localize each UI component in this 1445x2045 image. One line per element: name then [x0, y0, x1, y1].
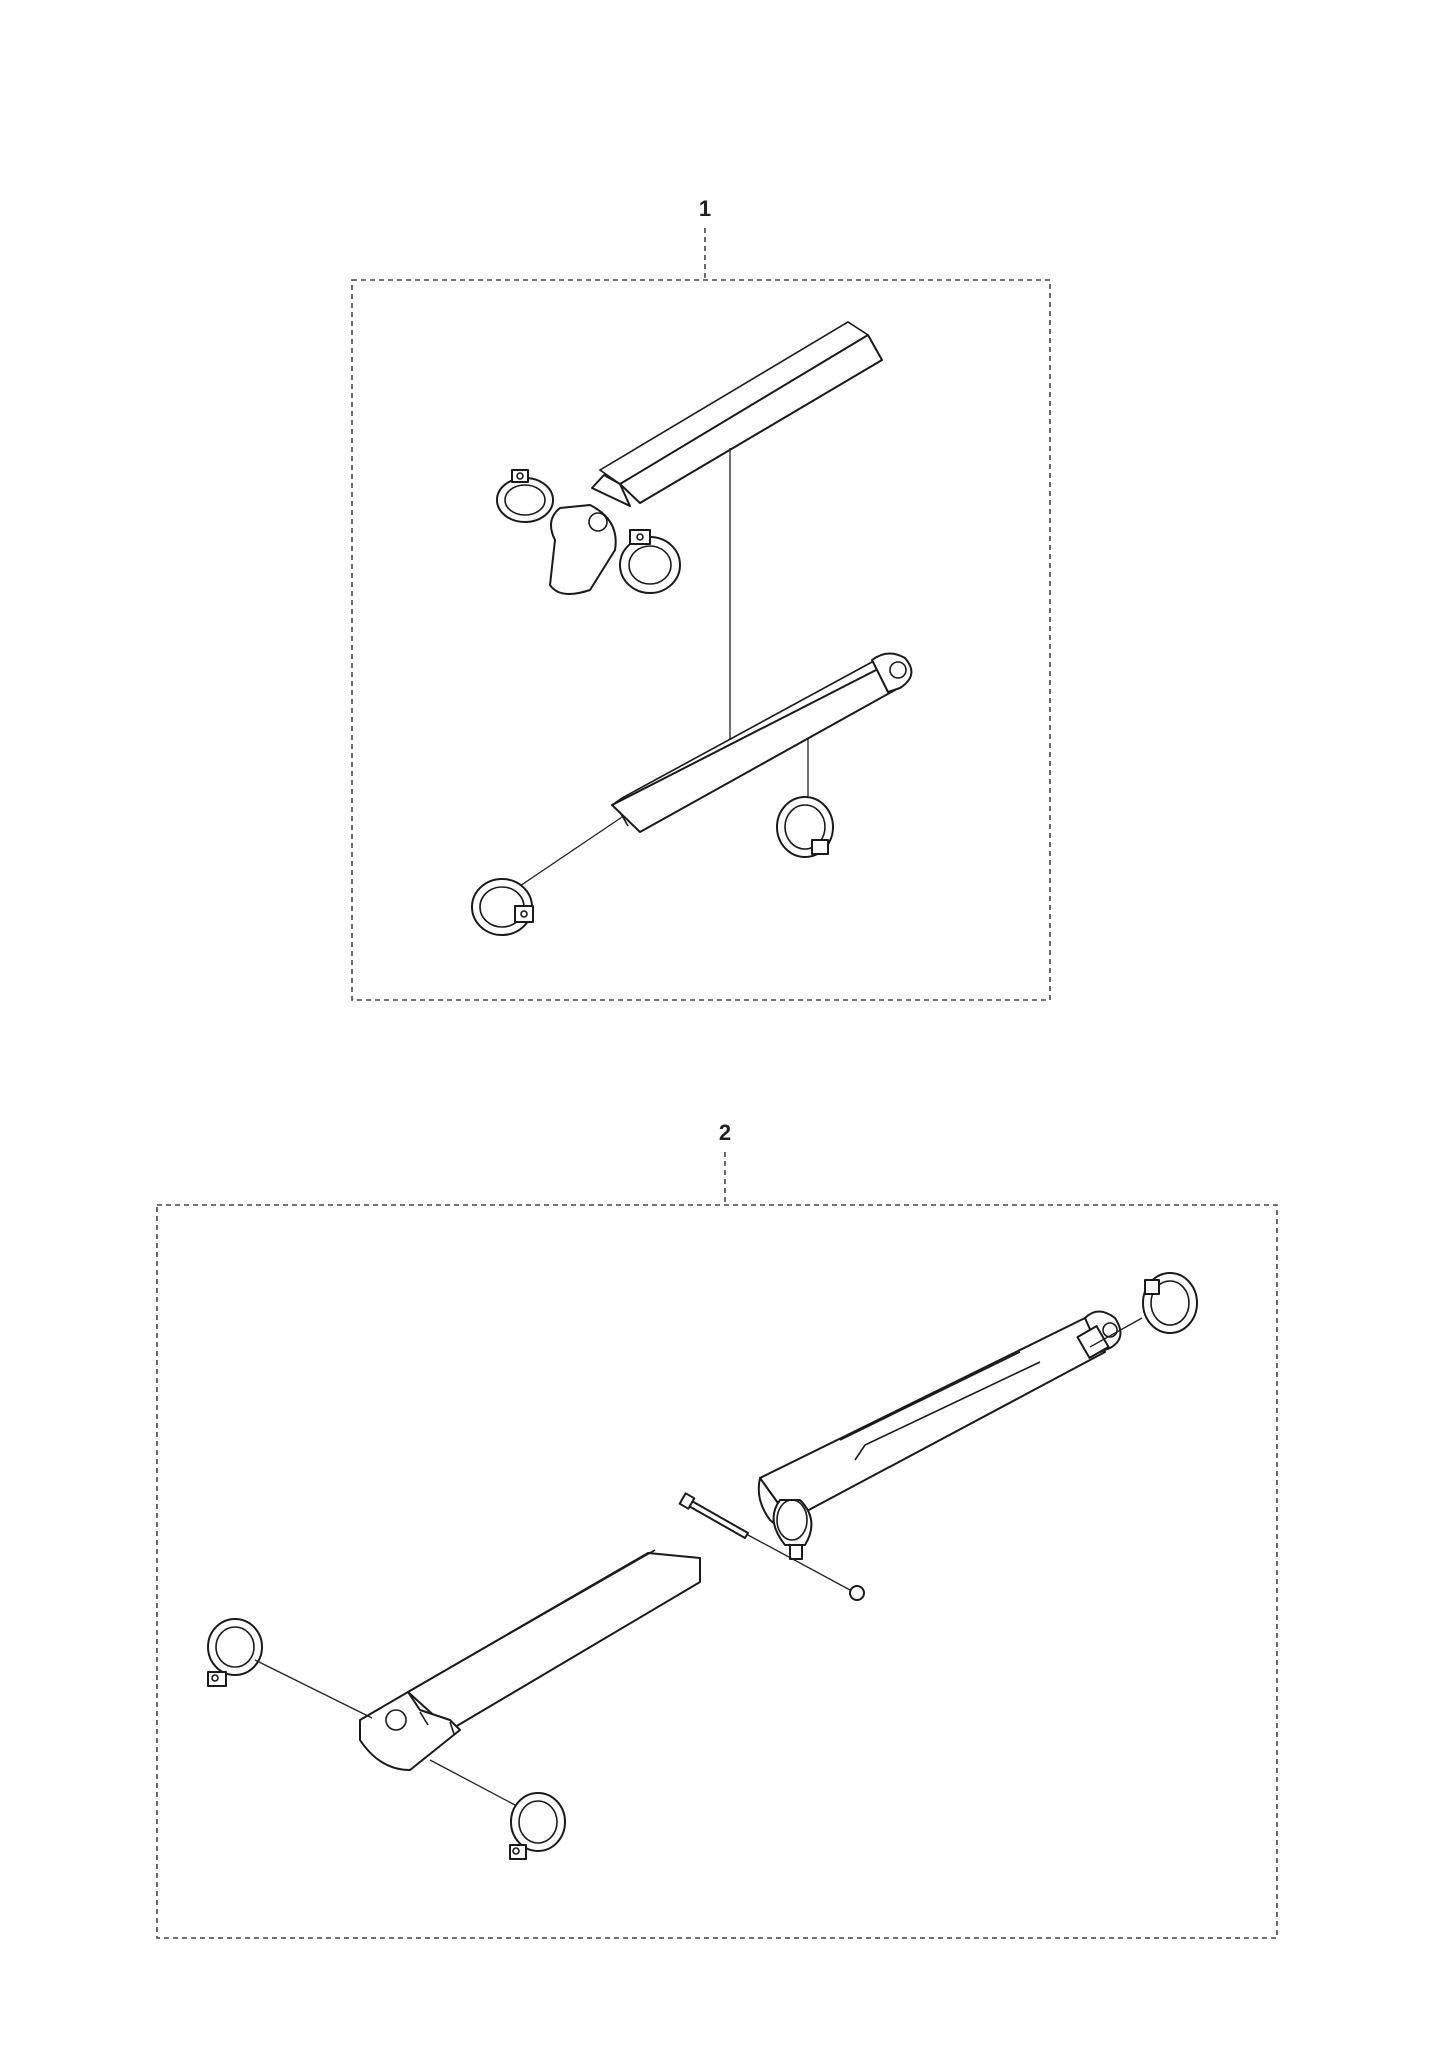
callout-2: 2 — [719, 1120, 731, 1145]
nut — [849, 1585, 865, 1601]
leader-line — [429, 1759, 516, 1806]
clamp-ring-bottom — [509, 1792, 566, 1860]
callout-1: 1 — [699, 196, 711, 221]
right-tube-housing — [757, 1310, 1122, 1560]
lower-clamp-ring-left — [471, 878, 534, 936]
clamp-ring-left — [207, 1618, 263, 1687]
assembly-2-frame — [156, 1204, 1278, 1939]
lower-handle-tube — [611, 652, 913, 833]
clamp-ring-top-right — [1142, 1272, 1198, 1334]
assembly-2: 2 — [156, 1120, 1278, 1939]
bolt — [678, 1492, 749, 1539]
left-tube — [359, 1549, 701, 1771]
leader-line — [1089, 1317, 1143, 1348]
upper-handle-tube — [591, 321, 883, 507]
upper-clamp-ring-left — [496, 469, 554, 523]
upper-clamp-ring-right — [619, 529, 681, 594]
assembly-1: 1 — [351, 196, 1051, 1001]
leader-line — [747, 1534, 851, 1591]
assembly-1-frame — [351, 279, 1051, 1001]
lower-clamp-ring-right — [776, 796, 834, 858]
leader-line — [254, 1659, 373, 1719]
upper-clamp-bracket — [549, 504, 617, 595]
